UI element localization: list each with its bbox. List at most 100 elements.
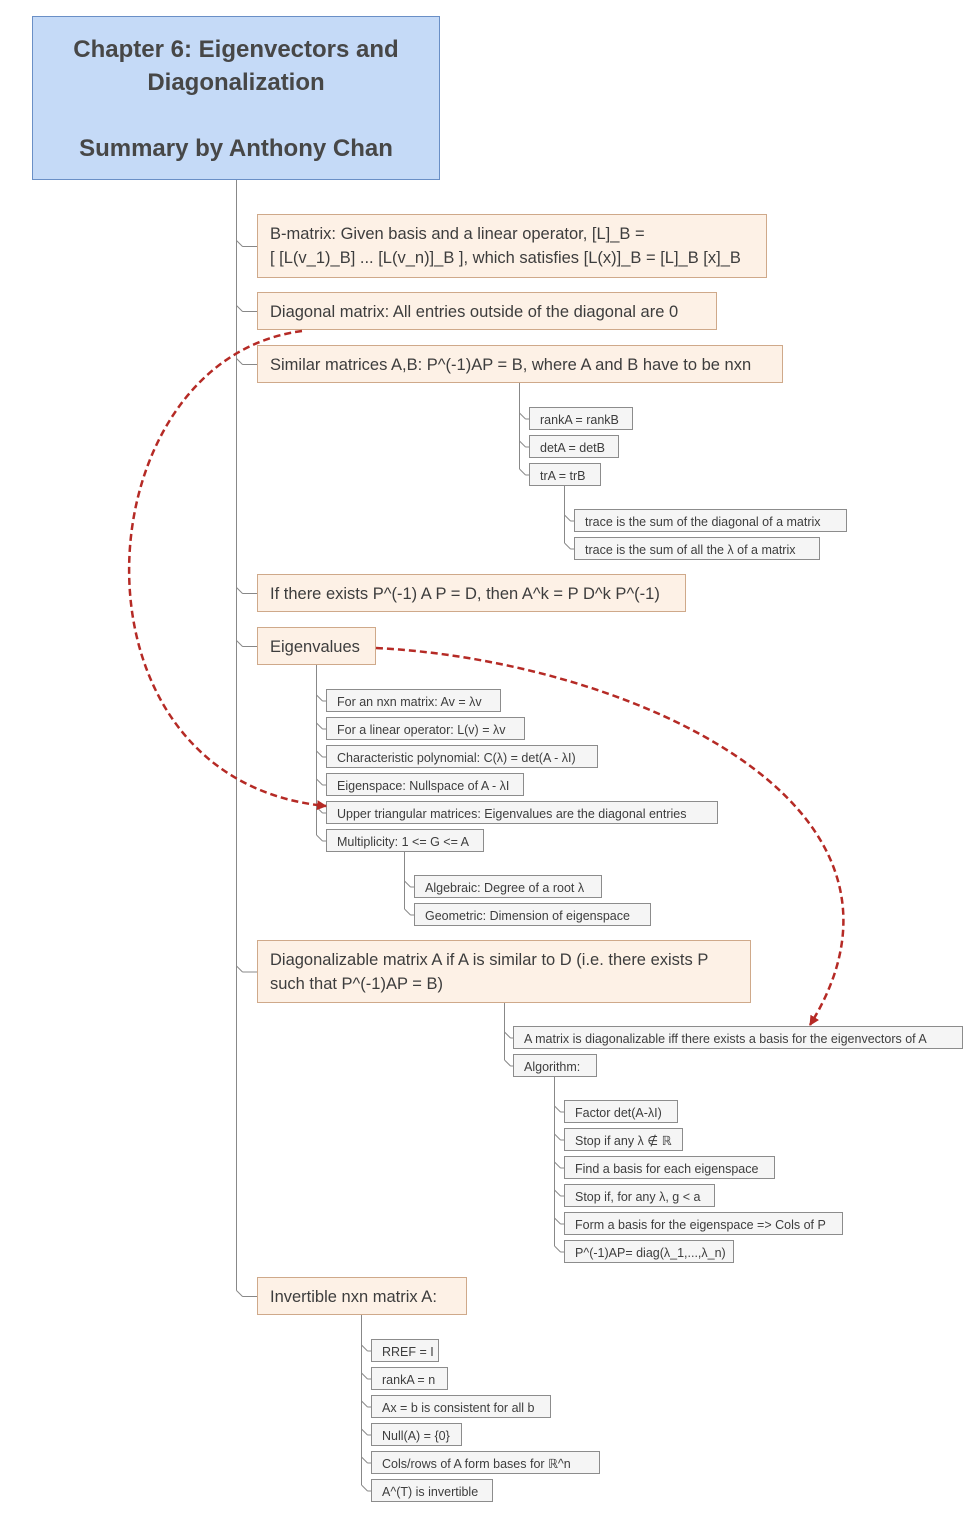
subtopic-eigenspace[interactable]: Eigenspace: Nullspace of A - λI xyxy=(326,773,524,796)
connector-curve xyxy=(519,440,526,448)
subtopic-text: Geometric: Dimension of eigenspace xyxy=(425,909,630,923)
connector-curve xyxy=(361,1456,368,1464)
connector-curve xyxy=(361,1400,368,1408)
relationship-arrow-eigenvalues-to-iff[interactable] xyxy=(375,646,845,1026)
topic-text-line: Eigenvalues xyxy=(270,638,360,656)
subtopic-inv6[interactable]: A^(T) is invertible xyxy=(371,1479,493,1502)
subtopic-nxn[interactable]: For an nxn matrix: Av = λv xyxy=(326,689,501,712)
subtopic-text: A matrix is diagonalizable iff there exi… xyxy=(524,1032,927,1046)
subtopic-text: Cols/rows of A form bases for ℝ^n xyxy=(382,1457,571,1471)
connector-curve xyxy=(504,1031,511,1039)
topic-bmatrix[interactable]: B-matrix: Given basis and a linear opera… xyxy=(257,214,767,278)
connector-curve xyxy=(316,694,323,702)
subtopic-inv1[interactable]: RREF = I xyxy=(371,1339,439,1362)
connector-curve xyxy=(236,587,243,594)
subtopic-alg2[interactable]: Stop if any λ ∉ ℝ xyxy=(564,1128,683,1151)
subtopic-alg6[interactable]: P^(-1)AP= diag(λ_1,...,λ_n) xyxy=(564,1240,734,1263)
subtopic-uppertri[interactable]: Upper triangular matrices: Eigenvalues a… xyxy=(326,801,718,824)
subtopic-text: Algorithm: xyxy=(524,1060,581,1074)
subtopic-text: Multiplicity: 1 <= G <= A xyxy=(337,835,470,849)
subtopic-text: Stop if, for any λ, g < a xyxy=(575,1190,701,1204)
root-topic[interactable]: Chapter 6: Eigenvectors and Diagonalizat… xyxy=(32,16,440,180)
subtopic-text: Ax = b is consistent for all b xyxy=(382,1401,535,1415)
topic-text-line: such that P^(-1)AP = B) xyxy=(270,975,443,993)
connector-curve xyxy=(554,1189,561,1197)
topic-text-line: Diagonal matrix: All entries outside of … xyxy=(270,303,679,321)
connector-curve xyxy=(236,1290,243,1297)
subtopic-text: Upper triangular matrices: Eigenvalues a… xyxy=(337,807,687,821)
subtopic-alg5[interactable]: Form a basis for the eigenspace => Cols … xyxy=(564,1212,843,1235)
root-subtitle: Summary by Anthony Chan xyxy=(79,135,393,162)
subtopic-text: trA = trB xyxy=(540,469,586,483)
subtopic-text: Algebraic: Degree of a root λ xyxy=(425,881,585,895)
subtopic-text: Eigenspace: Nullspace of A - λI xyxy=(337,779,510,793)
subtopic-algorithm[interactable]: Algorithm: xyxy=(513,1054,597,1077)
topic-text-line: B-matrix: Given basis and a linear opera… xyxy=(270,225,645,243)
topic-text-line: Diagonalizable matrix A if A is similar … xyxy=(270,951,709,969)
topic-power[interactable]: If there exists P^(-1) A P = D, then A^k… xyxy=(257,574,686,612)
root-title-line-2: Diagonalization xyxy=(147,69,325,96)
subtopic-text: A^(T) is invertible xyxy=(382,1485,479,1499)
topic-similar[interactable]: Similar matrices A,B: P^(-1)AP = B, wher… xyxy=(257,345,783,383)
subtopic-tr[interactable]: trA = trB xyxy=(529,463,601,486)
subtopic-rank[interactable]: rankA = rankB xyxy=(529,407,633,430)
connector-curve xyxy=(361,1428,368,1436)
connector-curve xyxy=(236,358,243,365)
connector-curve xyxy=(361,1372,368,1380)
subtopic-multiplicity[interactable]: Multiplicity: 1 <= G <= A xyxy=(326,829,484,852)
subtopic-alg4[interactable]: Stop if, for any λ, g < a xyxy=(564,1184,715,1207)
connector-curve xyxy=(554,1245,561,1253)
connector-curve xyxy=(316,834,323,842)
subtopic-text: P^(-1)AP= diag(λ_1,...,λ_n) xyxy=(575,1246,726,1260)
subtopic-inv3[interactable]: Ax = b is consistent for all b xyxy=(371,1395,551,1418)
subtopic-text: Factor det(A-λI) xyxy=(575,1106,662,1120)
subtopic-trace2[interactable]: trace is the sum of all the λ of a matri… xyxy=(574,537,820,560)
subtopic-geometric[interactable]: Geometric: Dimension of eigenspace xyxy=(414,903,651,926)
connector-curve xyxy=(564,542,571,550)
subtopic-det[interactable]: detA = detB xyxy=(529,435,619,458)
connector-curve xyxy=(554,1217,561,1225)
subtopic-trace1[interactable]: trace is the sum of the diagonal of a ma… xyxy=(574,509,847,532)
connector-curve xyxy=(236,240,243,247)
connector-curve xyxy=(236,305,243,312)
connector-curve xyxy=(316,750,323,758)
connector-curve xyxy=(316,722,323,730)
subtopic-inv5[interactable]: Cols/rows of A form bases for ℝ^n xyxy=(371,1451,600,1474)
subtopic-iff[interactable]: A matrix is diagonalizable iff there exi… xyxy=(513,1026,963,1049)
topic-diagonalizable[interactable]: Diagonalizable matrix A if A is similar … xyxy=(257,940,751,1003)
topic-text-line: Similar matrices A,B: P^(-1)AP = B, wher… xyxy=(270,356,752,374)
connector-curve xyxy=(316,778,323,786)
connector-curve xyxy=(554,1133,561,1141)
connector-curve xyxy=(519,412,526,420)
subtopic-alg3[interactable]: Find a basis for each eigenspace xyxy=(564,1156,775,1179)
subtopic-text: Form a basis for the eigenspace => Cols … xyxy=(575,1218,826,1232)
subtopic-text: For a linear operator: L(v) = λv xyxy=(337,723,506,737)
subtopic-text: detA = detB xyxy=(540,441,605,455)
subtopic-text: For an nxn matrix: Av = λv xyxy=(337,695,482,709)
relationship-arrow-diagonal-to-uppertri[interactable] xyxy=(128,329,327,811)
subtopic-algebraic[interactable]: Algebraic: Degree of a root λ xyxy=(414,875,602,898)
connector-curve xyxy=(554,1105,561,1113)
connector-curve xyxy=(236,640,243,647)
connector-curve xyxy=(361,1344,368,1352)
connector-curve xyxy=(404,880,411,888)
subtopic-inv2[interactable]: rankA = n xyxy=(371,1367,448,1390)
topic-eigenvalues[interactable]: Eigenvalues xyxy=(257,627,376,665)
subtopic-text: Stop if any λ ∉ ℝ xyxy=(575,1134,672,1148)
connector-curve xyxy=(316,806,323,814)
subtopic-inv4[interactable]: Null(A) = {0} xyxy=(371,1423,462,1446)
subtopic-text: Null(A) = {0} xyxy=(382,1429,450,1443)
topic-diagonal[interactable]: Diagonal matrix: All entries outside of … xyxy=(257,292,717,330)
connector-curve xyxy=(519,468,526,476)
subtopic-charpoly[interactable]: Characteristic polynomial: C(λ) = det(A … xyxy=(326,745,598,768)
connector-curve xyxy=(554,1161,561,1169)
subtopic-text: rankA = rankB xyxy=(540,413,619,427)
subtopic-alg1[interactable]: Factor det(A-λI) xyxy=(564,1100,678,1123)
topic-invertible[interactable]: Invertible nxn matrix A: xyxy=(257,1277,467,1315)
topic-text-line: If there exists P^(-1) A P = D, then A^k… xyxy=(270,585,660,603)
connector-curve xyxy=(361,1484,368,1492)
connector-curve xyxy=(236,965,243,973)
subtopic-linop[interactable]: For a linear operator: L(v) = λv xyxy=(326,717,525,740)
connector-curve xyxy=(564,514,571,522)
connector-curve xyxy=(404,908,411,916)
